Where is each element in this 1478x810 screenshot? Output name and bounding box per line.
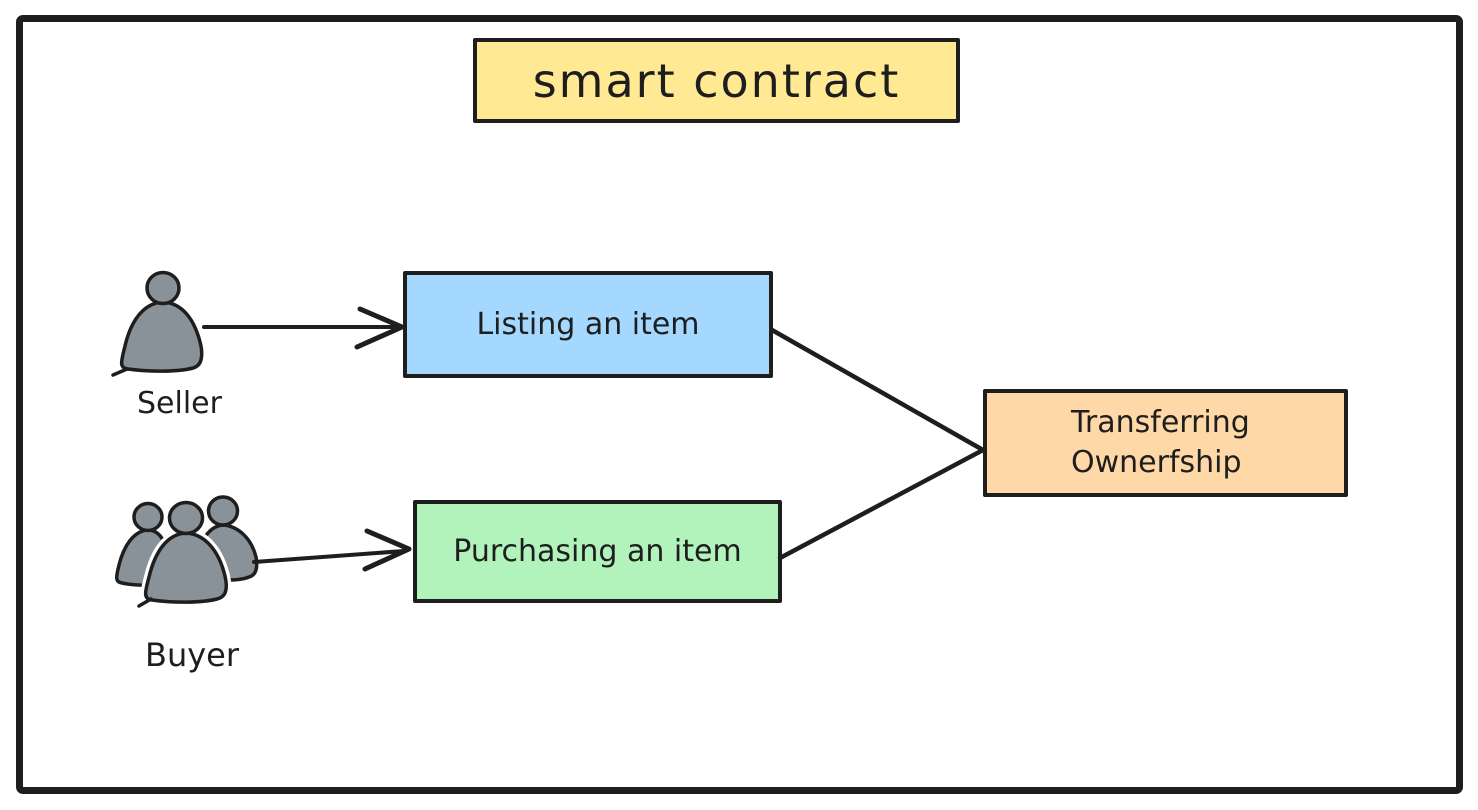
- node-purchasing-label: Purchasing an item: [453, 534, 742, 569]
- node-transferring-label: Transferring Ownerfship: [1071, 405, 1250, 480]
- node-listing-label: Listing an item: [476, 307, 700, 342]
- node-purchasing-an-item: Purchasing an item: [413, 500, 782, 603]
- diagram-title: smart contract: [532, 53, 901, 108]
- node-listing-an-item: Listing an item: [403, 271, 773, 378]
- title-box: smart contract: [473, 38, 960, 123]
- buyer-label: Buyer: [145, 636, 240, 674]
- node-transferring-ownership: Transferring Ownerfship: [983, 389, 1348, 497]
- seller-label: Seller: [137, 386, 222, 421]
- outer-frame: [16, 15, 1463, 794]
